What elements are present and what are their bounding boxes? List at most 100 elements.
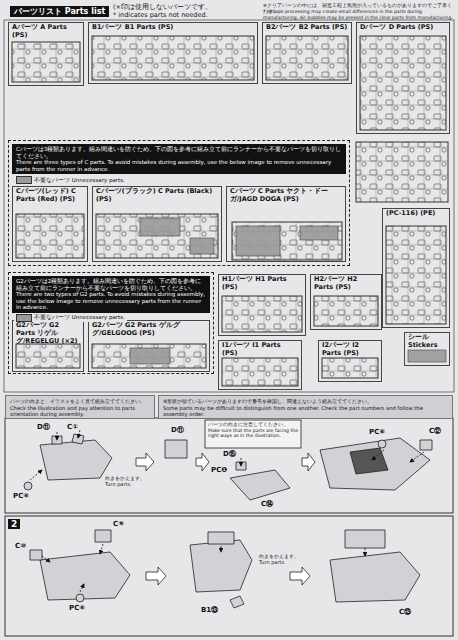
callout-number: PC❶ bbox=[210, 466, 228, 474]
note-text: パーツリスト Parts list bbox=[10, 6, 109, 17]
line-art bbox=[350, 448, 388, 474]
warning-band: パーツの向きと、イラストをよく見て組み立ててください。Check the ill… bbox=[5, 395, 155, 419]
callout-number: C⑬ bbox=[398, 608, 412, 616]
part-heading: Cパーツは3種類あります。組み間違いを防ぐため、下の図を参考に組み立て前にランナ… bbox=[16, 146, 342, 159]
legend-item: 不要なパーツ Unnecessary parts. bbox=[14, 314, 127, 322]
notice-band: G2パーツは2種類あります。組み間違いを防ぐため、下の図を参考に組み立て前にラン… bbox=[12, 276, 210, 313]
line-art bbox=[30, 550, 42, 560]
part-heading: Aパーツ A Parts (PS) bbox=[12, 24, 80, 40]
line-art bbox=[92, 36, 254, 80]
line-art bbox=[165, 440, 187, 458]
part-heading: H1パーツ H1 Parts (PS) bbox=[222, 276, 302, 292]
line-art bbox=[302, 453, 315, 471]
line-art bbox=[42, 544, 365, 592]
line-art bbox=[196, 453, 209, 471]
line-art bbox=[136, 453, 154, 471]
line-art bbox=[190, 540, 252, 592]
note-text: 向きをかえます。 Turn parts. bbox=[104, 476, 154, 488]
parts-box: Cパーツ(ブラック) C Parts (Black) (PS) bbox=[92, 186, 222, 262]
part-heading: Cパーツ C Parts ヤクト・ドーガ/JAGD DOGA (PS) bbox=[230, 188, 342, 204]
line-art bbox=[5, 418, 453, 513]
line-art bbox=[40, 440, 112, 480]
callout-number: D⑮ bbox=[222, 450, 237, 458]
legend-swatch bbox=[16, 314, 32, 322]
parts-box: Aパーツ A Parts (PS) bbox=[8, 22, 84, 86]
callout-number: C⑭ bbox=[260, 500, 274, 508]
line-art bbox=[12, 42, 80, 82]
legend-text: 不要なパーツ Unnecessary parts. bbox=[34, 314, 125, 321]
parts-box: B2パーツ B2 Parts (PS) bbox=[262, 22, 352, 84]
line-art bbox=[236, 226, 280, 256]
note-text: * Include processing may create small di… bbox=[262, 9, 454, 20]
callout-number: C⑨ bbox=[112, 520, 125, 528]
callout-number: C⑩ bbox=[14, 542, 27, 550]
part-heading: I1パーツ I1 Parts (PS) bbox=[222, 342, 298, 358]
line-art bbox=[320, 438, 430, 490]
part-heading: Cパーツ(レッド) C Parts (Red) (PS) bbox=[16, 188, 84, 204]
line-art bbox=[140, 218, 180, 236]
parts-box: Cパーツ(レッド) C Parts (Red) (PS) bbox=[12, 186, 88, 262]
line-art bbox=[378, 440, 386, 448]
legend-item: 不要なパーツ Unnecessary parts. bbox=[14, 176, 127, 184]
part-heading: G2パーツは2種類あります。組み間違いを防ぐため、下の図を参考に組み立て前にラン… bbox=[16, 278, 206, 291]
line-art bbox=[330, 552, 420, 602]
callout-number: PC⑥ bbox=[368, 428, 386, 436]
callout-number: PC⑥ bbox=[68, 604, 86, 612]
part-heading: G2パーツ G2 Parts ゲルググ/GELGOOG (PS) bbox=[92, 322, 206, 338]
line-art bbox=[408, 350, 446, 362]
line-art bbox=[146, 567, 310, 585]
parts-box: I2パーツ I2 Parts (PS) bbox=[318, 340, 382, 382]
runner-panel: G2パーツは2種類あります。組み間違いを防ぐため、下の図を参考に組み立て前にラン… bbox=[8, 272, 214, 374]
part-heading: (PC-116) (PE) bbox=[386, 210, 446, 218]
line-art bbox=[57, 432, 58, 440]
line-art bbox=[230, 470, 290, 500]
line-art bbox=[100, 544, 103, 554]
parts-box: I1パーツ I1 Parts (PS) bbox=[218, 340, 302, 390]
line-art bbox=[365, 548, 366, 556]
line-art bbox=[72, 434, 84, 444]
line-art bbox=[4, 20, 454, 392]
part-note: Check the illustration and pay attention… bbox=[10, 405, 150, 418]
part-heading: B1パーツ B1 Parts (PS) bbox=[92, 24, 254, 32]
parts-box: B1パーツ B1 Parts (PS) bbox=[88, 22, 258, 84]
part-heading: Cパーツ(ブラック) C Parts (Black) (PS) bbox=[96, 188, 218, 204]
callout-number: PC⑥ bbox=[12, 492, 30, 500]
line-art bbox=[5, 516, 453, 636]
line-art bbox=[232, 222, 342, 260]
line-art bbox=[290, 567, 310, 585]
note-text: 向きをかえます。 Turn parts. bbox=[258, 554, 306, 566]
line-art bbox=[24, 482, 32, 490]
line-art bbox=[221, 546, 222, 552]
line-art bbox=[360, 36, 446, 130]
part-heading: パーツの向きと、イラストをよく見て組み立ててください。 bbox=[10, 398, 150, 405]
line-art bbox=[80, 584, 84, 592]
line-art bbox=[222, 358, 298, 386]
warning-band: ※形状が似ているパーツがありますので番号を確認し、間違えないよう組み立ててくださ… bbox=[158, 395, 453, 419]
line-art bbox=[5, 418, 453, 636]
line-art bbox=[30, 530, 420, 608]
line-art bbox=[410, 452, 424, 462]
parts-box: Dパーツ D Parts (PS) bbox=[356, 22, 450, 134]
line-art bbox=[30, 470, 42, 480]
line-art bbox=[386, 226, 446, 324]
runner-panel: Cパーツは3種類あります。組み間違いを防ぐため、下の図を参考に組み立て前にランナ… bbox=[8, 140, 350, 266]
part-heading: ※形状が似ているパーツがありますので番号を確認し、間違えないよう組み立ててくださ… bbox=[163, 398, 448, 405]
note-text: (×印は使用しないパーツです。 bbox=[112, 4, 213, 11]
line-art bbox=[96, 214, 218, 258]
parts-box: G2パーツ G2 Parts ゲルググ/GELGOOG (PS) bbox=[88, 320, 210, 372]
callout-number: C⑫ bbox=[428, 427, 442, 435]
line-art bbox=[16, 344, 80, 368]
line-art bbox=[300, 226, 338, 240]
part-heading: H2パーツ H2 Parts (PS) bbox=[314, 276, 378, 292]
line-art bbox=[92, 344, 206, 368]
part-note: There are two types of G2 parts. To avoi… bbox=[16, 291, 206, 311]
line-art bbox=[130, 348, 170, 364]
parts-box: Cパーツ C Parts ヤクト・ドーガ/JAGD DOGA (PS) bbox=[226, 186, 346, 262]
part-note: Some parts may be difficult to distingui… bbox=[163, 405, 448, 418]
line-art bbox=[222, 296, 302, 332]
line-art bbox=[190, 238, 214, 254]
part-heading: G2パーツ G2 Parts リゲルグ/REGELGU (×2) bbox=[16, 322, 80, 345]
line-art bbox=[76, 594, 84, 602]
legend-swatch bbox=[16, 176, 32, 184]
step-number: 2 bbox=[8, 519, 20, 529]
